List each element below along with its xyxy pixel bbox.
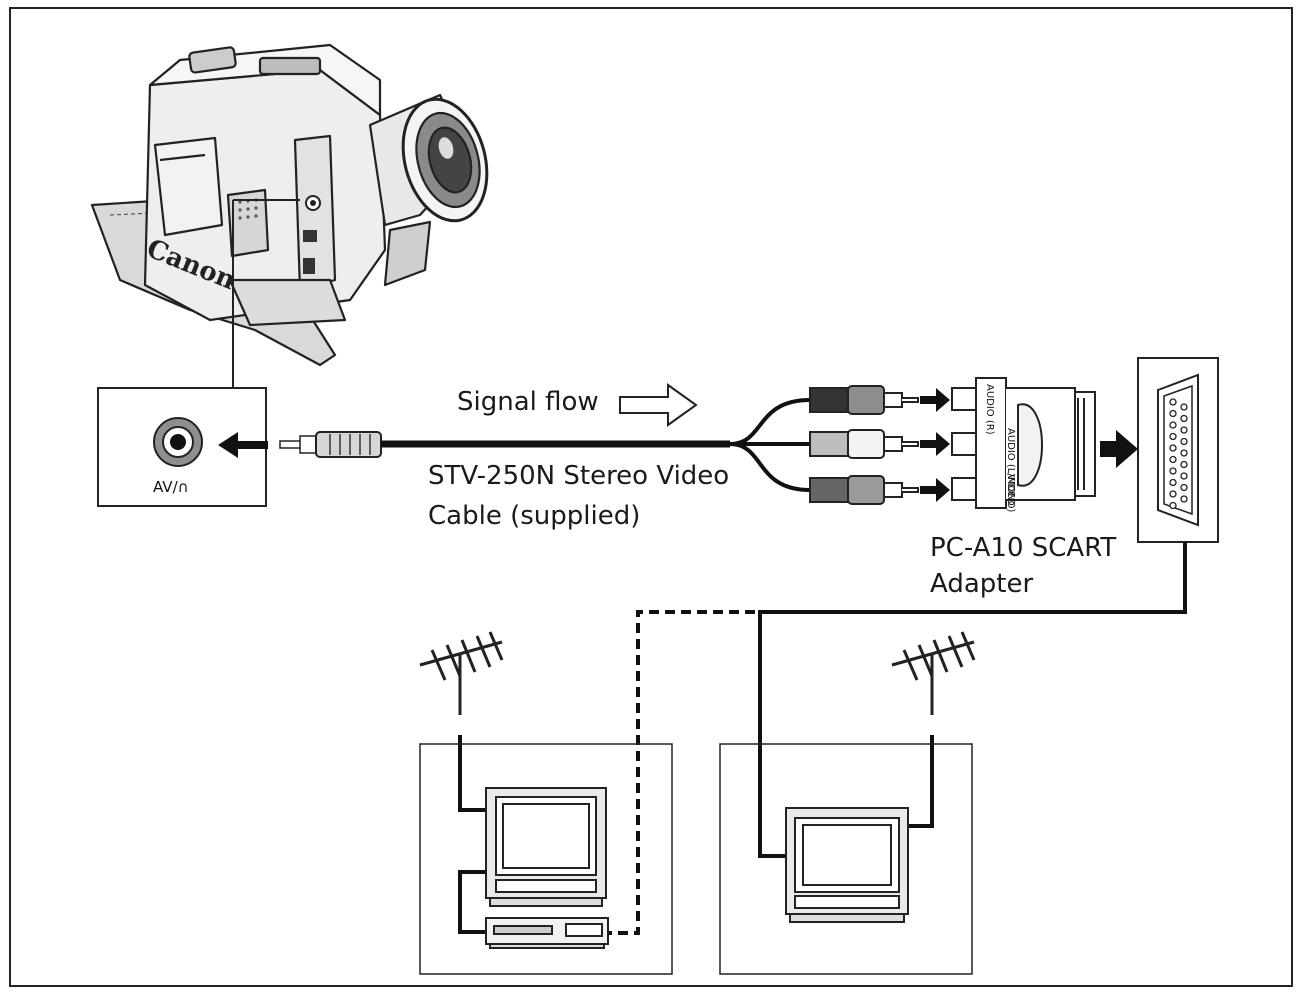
scart-pin xyxy=(1169,455,1177,464)
arrow-into-jack-icon xyxy=(218,432,268,458)
scart-pin xyxy=(1169,398,1177,406)
scart-pin xyxy=(1180,437,1188,446)
tv-left-icon xyxy=(485,787,607,907)
camcorder-illustration xyxy=(90,43,489,367)
scart-pin xyxy=(1180,403,1188,411)
cable-split xyxy=(729,398,811,492)
scart-to-vcr-cable-dashed xyxy=(608,610,755,935)
adapter-port-video: VIDEO xyxy=(1005,474,1016,506)
scart-pin xyxy=(1180,495,1188,503)
scart-pin xyxy=(1169,467,1177,475)
av-jack-icon xyxy=(153,417,203,467)
scart-pin xyxy=(1169,478,1177,487)
scart-pin xyxy=(1180,414,1188,423)
scart-pin xyxy=(1180,472,1188,480)
cable-name-line1: STV-250N Stereo Video xyxy=(428,461,730,491)
antenna-left-cable xyxy=(458,735,486,812)
scart-pin xyxy=(1180,460,1188,469)
adapter-port-audio-l: AUDIO (L/MONO) xyxy=(1005,428,1016,513)
signal-flow-arrow-icon xyxy=(619,383,698,427)
tv-right-icon xyxy=(785,807,909,923)
mini-plug xyxy=(279,431,382,458)
right-room-box xyxy=(719,743,973,975)
arrow-into-scart-icon xyxy=(1100,430,1138,468)
antenna-right-cable xyxy=(908,735,934,828)
rca-plug-audio-r xyxy=(809,385,919,415)
scart-pin xyxy=(1169,490,1177,498)
av-jack-label: AV/∩ xyxy=(153,478,189,496)
signal-flow-label: Signal flow xyxy=(457,387,599,417)
scart-pin xyxy=(1169,444,1177,452)
scart-pin xyxy=(1180,449,1188,457)
scart-pin xyxy=(1169,409,1177,418)
cable-name-line2: Cable (supplied) xyxy=(428,501,641,531)
adapter-name-line2: Adapter xyxy=(930,569,1034,599)
rca-plug-video xyxy=(809,475,919,505)
tv-to-vcr-cable xyxy=(458,870,486,934)
scart-pin xyxy=(1169,421,1177,429)
outer-frame xyxy=(9,7,1293,987)
scart-adapter xyxy=(951,377,1096,509)
antenna-right-icon xyxy=(891,631,976,715)
left-room-box xyxy=(419,743,673,975)
rca-plug-audio-l xyxy=(809,429,919,459)
vcr-icon xyxy=(485,917,609,949)
antenna-left-icon xyxy=(419,631,504,715)
scart-socket-icon xyxy=(1157,373,1199,527)
scart-to-tv-cable xyxy=(758,542,1187,858)
scart-pin xyxy=(1169,501,1177,510)
scart-pin xyxy=(1169,432,1177,441)
adapter-name-line1: PC-A10 SCART xyxy=(930,533,1117,563)
arrows-into-adapter-icon xyxy=(920,388,950,502)
scart-pin xyxy=(1180,483,1188,492)
scart-pin xyxy=(1180,426,1188,434)
adapter-port-audio-r: AUDIO (R) xyxy=(984,384,995,435)
